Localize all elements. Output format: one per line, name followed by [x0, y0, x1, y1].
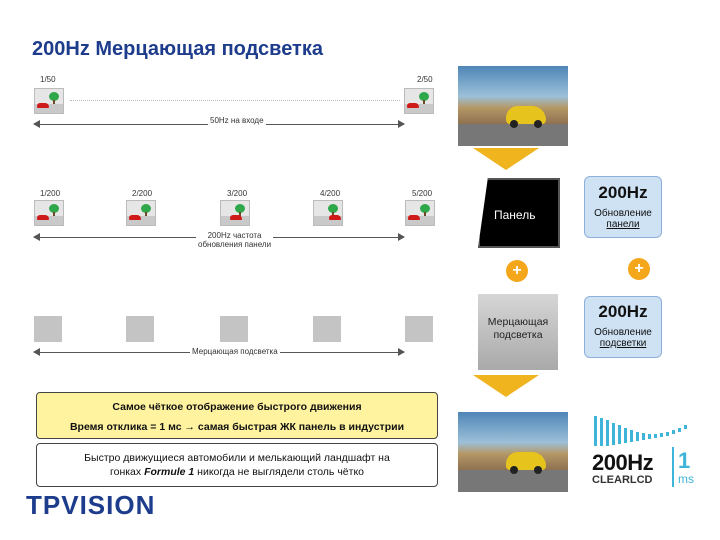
- panel-box: Панель: [478, 178, 560, 248]
- highlight-box: Самое чёткое отображение быстрого движен…: [36, 392, 438, 439]
- race-photo-bottom: [458, 412, 568, 492]
- clearlcd-badge: 200Hz 1 CLEARLCD ms: [592, 410, 702, 495]
- backlight-frame: [126, 316, 154, 342]
- frame-label-1-200: 1/200: [40, 189, 61, 198]
- badge-freq: 200Hz: [592, 450, 654, 475]
- down-arrow-icon: [473, 148, 539, 170]
- frame-image: [313, 200, 343, 226]
- frame-label-5-200: 5/200: [412, 189, 433, 198]
- race-photo-top: [458, 66, 568, 146]
- panel-refresh-line1: Обновление: [594, 208, 652, 219]
- badge-name: CLEARLCD: [592, 474, 653, 486]
- row2-caption-line1: 200Hz частота: [207, 231, 262, 240]
- backlight-line1: Мерцающая: [487, 316, 549, 328]
- row2-caption-line2: обновления панели: [198, 240, 272, 249]
- backlight-box: Мерцающая подсветка: [478, 294, 558, 370]
- frame-label-2-50: 2/50: [417, 75, 433, 84]
- plus-icon: +: [628, 258, 650, 280]
- backlight-refresh-line2: подсветки: [599, 338, 647, 349]
- frame-image: [405, 200, 435, 226]
- plus-icon: +: [506, 260, 528, 282]
- backlight-refresh-line1: Обновление: [594, 327, 652, 338]
- frame-image: [404, 88, 434, 114]
- panel-label: Панель: [494, 208, 536, 222]
- row3-caption: Мерцающая подсветка: [190, 347, 280, 356]
- tpvision-logo: TPVISION: [26, 490, 206, 520]
- backlight-freq: 200Hz: [598, 302, 648, 321]
- timeline-dotted: [70, 100, 400, 101]
- frame-label-2-200: 2/200: [132, 189, 153, 198]
- backlight-line2: подсветка: [493, 329, 543, 341]
- badge-unit: ms: [678, 472, 694, 486]
- badge-value: 1: [678, 448, 691, 473]
- backlight-refresh-box: 200Hz Обновление подсветки: [584, 296, 662, 358]
- info-line1: Быстро движущиеся автомобили и мелькающи…: [84, 452, 390, 464]
- frame-image: [34, 88, 64, 114]
- info-line2: гонках Formule 1 никогда не выглядели ст…: [37, 466, 437, 478]
- info-line2-b: Formule 1: [144, 466, 195, 478]
- panel-freq: 200Hz: [598, 183, 648, 202]
- clearlcd-wave-icon: [594, 416, 687, 446]
- backlight-frame: [34, 316, 62, 342]
- frame-image: [126, 200, 156, 226]
- backlight-frame: [313, 316, 341, 342]
- panel-refresh-line2: панели: [606, 219, 640, 230]
- row1-caption: 50Hz на входе: [208, 116, 266, 125]
- backlight-frame: [220, 316, 248, 342]
- backlight-frame: [405, 316, 433, 342]
- panel-refresh-box: 200Hz Обновление панели: [584, 176, 662, 238]
- highlight-line1: Самое чёткое отображение быстрого движен…: [112, 401, 362, 413]
- down-arrow-icon: [473, 375, 539, 397]
- frame-label-4-200: 4/200: [320, 189, 341, 198]
- info-line2-a: гонках: [110, 466, 145, 478]
- info-box: Быстро движущиеся автомобили и мелькающи…: [36, 443, 438, 487]
- frame-image: [34, 200, 64, 226]
- row2-caption: 200Hz частота обновления панели: [196, 231, 274, 249]
- frame-image: [220, 200, 250, 226]
- frame-label-3-200: 3/200: [227, 189, 248, 198]
- logo-text: TPVISION: [26, 490, 156, 520]
- page-title: 200Hz Мерцающая подсветка: [32, 38, 323, 60]
- highlight-line2: Время отклика = 1 мс → самая быстрая ЖК …: [69, 421, 405, 433]
- frame-label-1-50: 1/50: [40, 75, 56, 84]
- info-line2-c: никогда не выглядели столь чётко: [194, 466, 364, 478]
